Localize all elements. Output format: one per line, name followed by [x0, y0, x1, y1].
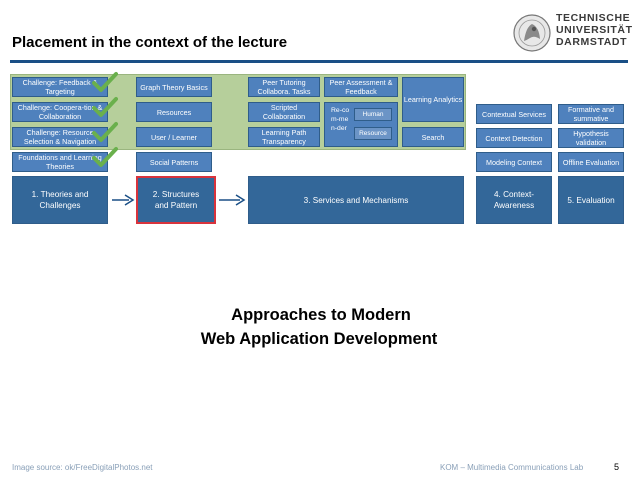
checkmark-icon — [92, 147, 118, 167]
foundations-label: Foundations and Learning Theories — [18, 153, 102, 171]
learning-path-label: Learning Path Transparency — [261, 128, 307, 146]
challenge-resource-label: Challenge: Resource Selection & Navigati… — [23, 128, 97, 146]
arrow-right-icon — [112, 194, 135, 206]
hypothesis-validation-box: Hypothesis validation — [558, 128, 624, 148]
user-learner-box: User / Learner — [136, 127, 212, 147]
graph-theory-box: Graph Theory Basics — [136, 77, 212, 97]
human-label: Human — [362, 111, 384, 118]
university-seal-icon — [513, 14, 551, 52]
hypothesis-validation-label: Hypothesis validation — [573, 129, 609, 147]
evaluation-label: 5. Evaluation — [567, 195, 615, 205]
recommender-label: Re-com-men-der — [331, 107, 350, 132]
resource-box: Resource — [354, 127, 392, 140]
title-rule — [10, 60, 628, 63]
contextual-services-box: Contextual Services — [476, 104, 552, 124]
evaluation-box: 5. Evaluation — [558, 176, 624, 224]
user-learner-label: User / Learner — [151, 132, 197, 142]
social-patterns-label: Social Patterns — [149, 157, 199, 167]
lab-name: KOM – Multimedia Communications Lab — [440, 463, 584, 472]
learning-path-box: Learning Path Transparency — [248, 127, 320, 147]
context-detection-box: Context Detection — [476, 128, 552, 148]
peer-tutoring-box: Peer Tutoring Collabora. Tasks — [248, 77, 320, 97]
challenge-feedback-label: Challenge: Feedback & Targeting — [22, 78, 98, 96]
slide-title: Placement in the context of the lecture — [12, 34, 288, 51]
center-heading-line-2: Web Application Development — [200, 330, 438, 348]
image-source-note: Image source: ok/FreeDigitalPhotos.net — [12, 463, 153, 472]
checkmark-icon — [92, 72, 118, 92]
graph-theory-label: Graph Theory Basics — [140, 82, 208, 92]
resources-label: Resources — [156, 107, 192, 117]
scripted-collaboration-box: Scripted Collaboration — [248, 102, 320, 122]
theories-challenges-box: 1. Theories and Challenges — [12, 176, 108, 224]
contextual-services-label: Contextual Services — [482, 109, 546, 119]
theories-challenges-label: 1. Theories and Challenges — [31, 190, 89, 210]
search-box: Search — [402, 127, 464, 147]
logo-line-2: UNIVERSITÄT — [556, 24, 633, 36]
arrow-right-icon — [219, 194, 246, 206]
learning-analytics-label: Learning Analytics — [403, 95, 463, 104]
resources-box: Resources — [136, 102, 212, 122]
checkmark-icon — [92, 97, 118, 117]
logo-line-3: DARMSTADT — [556, 36, 628, 48]
offline-evaluation-box: Offline Evaluation — [558, 152, 624, 172]
structures-pattern-label: 2. Structures and Pattern — [152, 190, 200, 210]
peer-tutoring-label: Peer Tutoring Collabora. Tasks — [257, 78, 311, 96]
learning-analytics-box: Learning Analytics — [402, 77, 464, 122]
search-label: Search — [421, 132, 445, 142]
center-heading-line-1: Approaches to Modern — [231, 306, 411, 324]
checkmark-icon — [92, 122, 118, 142]
challenge-resource-box: Challenge: Resource Selection & Navigati… — [12, 127, 108, 147]
context-awareness-label: 4. Context-Awareness — [493, 190, 535, 210]
social-patterns-box: Social Patterns — [136, 152, 212, 172]
modeling-context-label: Modeling Context — [486, 157, 542, 167]
services-mechanisms-box: 3. Services and Mechanisms — [248, 176, 464, 224]
human-box: Human — [354, 108, 392, 121]
challenge-cooperation-label: Challenge: Coopera-tion & Collaboration — [17, 103, 103, 121]
challenge-feedback-box: Challenge: Feedback & Targeting — [12, 77, 108, 97]
resource-label: Resource — [359, 130, 387, 137]
context-detection-label: Context Detection — [485, 133, 543, 143]
modeling-context-box: Modeling Context — [476, 152, 552, 172]
scripted-collaboration-label: Scripted Collaboration — [262, 103, 306, 121]
structures-pattern-box: 2. Structures and Pattern — [136, 176, 216, 224]
services-mechanisms-label: 3. Services and Mechanisms — [303, 195, 409, 205]
challenge-cooperation-box: Challenge: Coopera-tion & Collaboration — [12, 102, 108, 122]
formative-summative-label: Formative and summative — [568, 105, 614, 123]
peer-assessment-box: Peer Assessment & Feedback — [324, 77, 398, 97]
context-awareness-box: 4. Context-Awareness — [476, 176, 552, 224]
logo-line-1: TECHNISCHE — [556, 12, 631, 24]
offline-evaluation-label: Offline Evaluation — [562, 157, 620, 167]
formative-summative-box: Formative and summative — [558, 104, 624, 124]
foundations-box: Foundations and Learning Theories — [12, 152, 108, 172]
page-number: 5 — [614, 462, 620, 472]
peer-assessment-label: Peer Assessment & Feedback — [329, 78, 393, 96]
